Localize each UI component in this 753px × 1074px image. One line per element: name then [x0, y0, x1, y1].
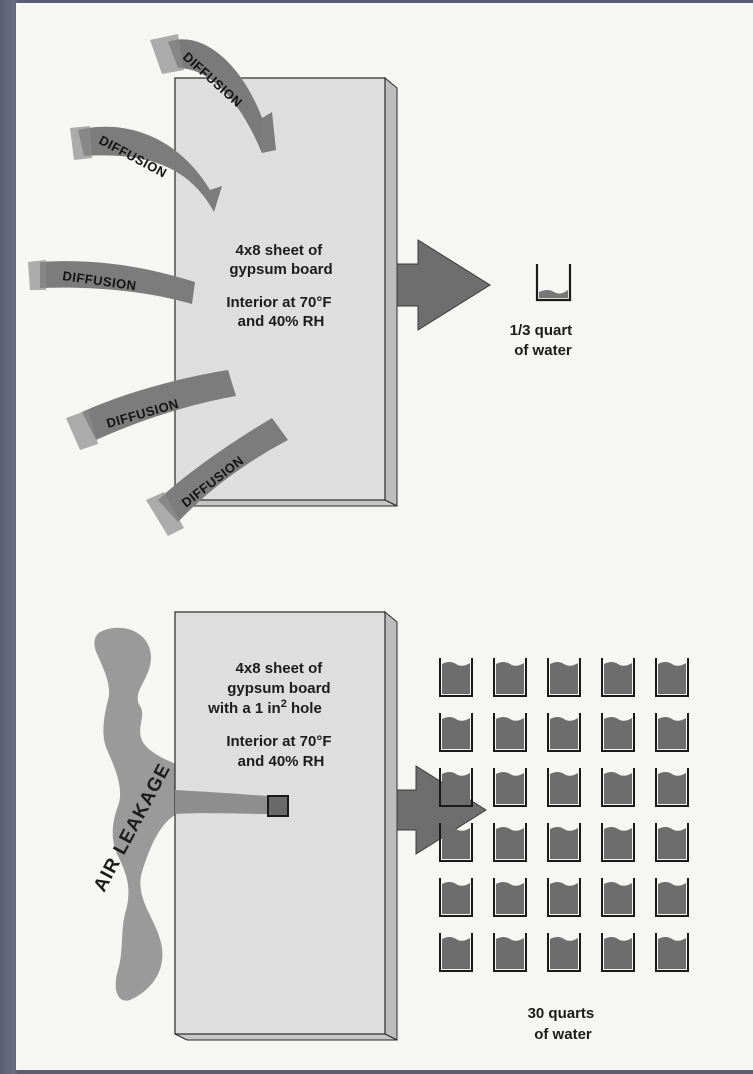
water-container-icon [656, 933, 688, 971]
water-container-icon [494, 658, 526, 696]
water-container-icon [440, 713, 472, 751]
bottom-board-line-1: 4x8 sheet of [236, 660, 324, 677]
top-result-line-1: 1/3 quart [510, 322, 573, 339]
water-container-icon [494, 713, 526, 751]
water-container-icon [602, 658, 634, 696]
water-container-icon [494, 933, 526, 971]
top-board-line-2: gypsum board [229, 261, 332, 278]
bottom-board-line-2: gypsum board [227, 680, 330, 697]
water-container-icon [494, 768, 526, 806]
top-condition-line-2: and 40% RH [238, 313, 325, 330]
water-container-icon [602, 713, 634, 751]
top-water-container-icon [537, 264, 570, 300]
top-result-line-2: of water [514, 342, 572, 359]
water-container-icon [548, 878, 580, 916]
top-gypsum-board [175, 78, 397, 506]
water-container-icon [602, 878, 634, 916]
water-container-icon [494, 878, 526, 916]
diffusion-band-3: DIFFUSION [28, 260, 195, 304]
top-board-line-1: 4x8 sheet of [236, 242, 324, 259]
water-container-icon [548, 768, 580, 806]
water-container-icon [656, 823, 688, 861]
water-container-icon [440, 658, 472, 696]
water-container-icon [602, 823, 634, 861]
water-container-icon [440, 878, 472, 916]
bottom-condition-line-2: and 40% RH [238, 753, 325, 770]
top-result-text: 1/3 quart of water [510, 322, 577, 359]
water-container-icon [548, 658, 580, 696]
water-container-icon [656, 658, 688, 696]
bottom-panel: AIR LEAKAGE 4x8 sheet of gypsum board wi… [90, 612, 688, 1043]
water-container-icon [548, 713, 580, 751]
water-container-icon [602, 933, 634, 971]
hole-unit-suffix: hole [287, 700, 322, 717]
water-container-icon [656, 878, 688, 916]
bottom-result-text: 30 quarts of water [528, 1005, 599, 1043]
bottom-result-line-2: of water [534, 1026, 592, 1043]
water-container-icon [656, 768, 688, 806]
bottom-result-line-1: 30 quarts [528, 1005, 595, 1022]
water-container-icon [548, 823, 580, 861]
water-container-icon [548, 933, 580, 971]
bottom-board-line-3: with a 1 in [207, 700, 281, 717]
top-condition-line-1: Interior at 70°F [226, 294, 331, 311]
water-container-icon [602, 768, 634, 806]
board-hole-icon [268, 796, 288, 816]
bottom-condition-line-1: Interior at 70°F [226, 733, 331, 750]
top-panel: DIFFUSION DIFFUSION DIFFUSION DIFFUSION [28, 32, 576, 536]
top-output-arrow [397, 240, 490, 330]
water-container-icon [440, 933, 472, 971]
water-container-icon [440, 768, 472, 806]
water-container-icon [494, 823, 526, 861]
water-container-icon [656, 713, 688, 751]
